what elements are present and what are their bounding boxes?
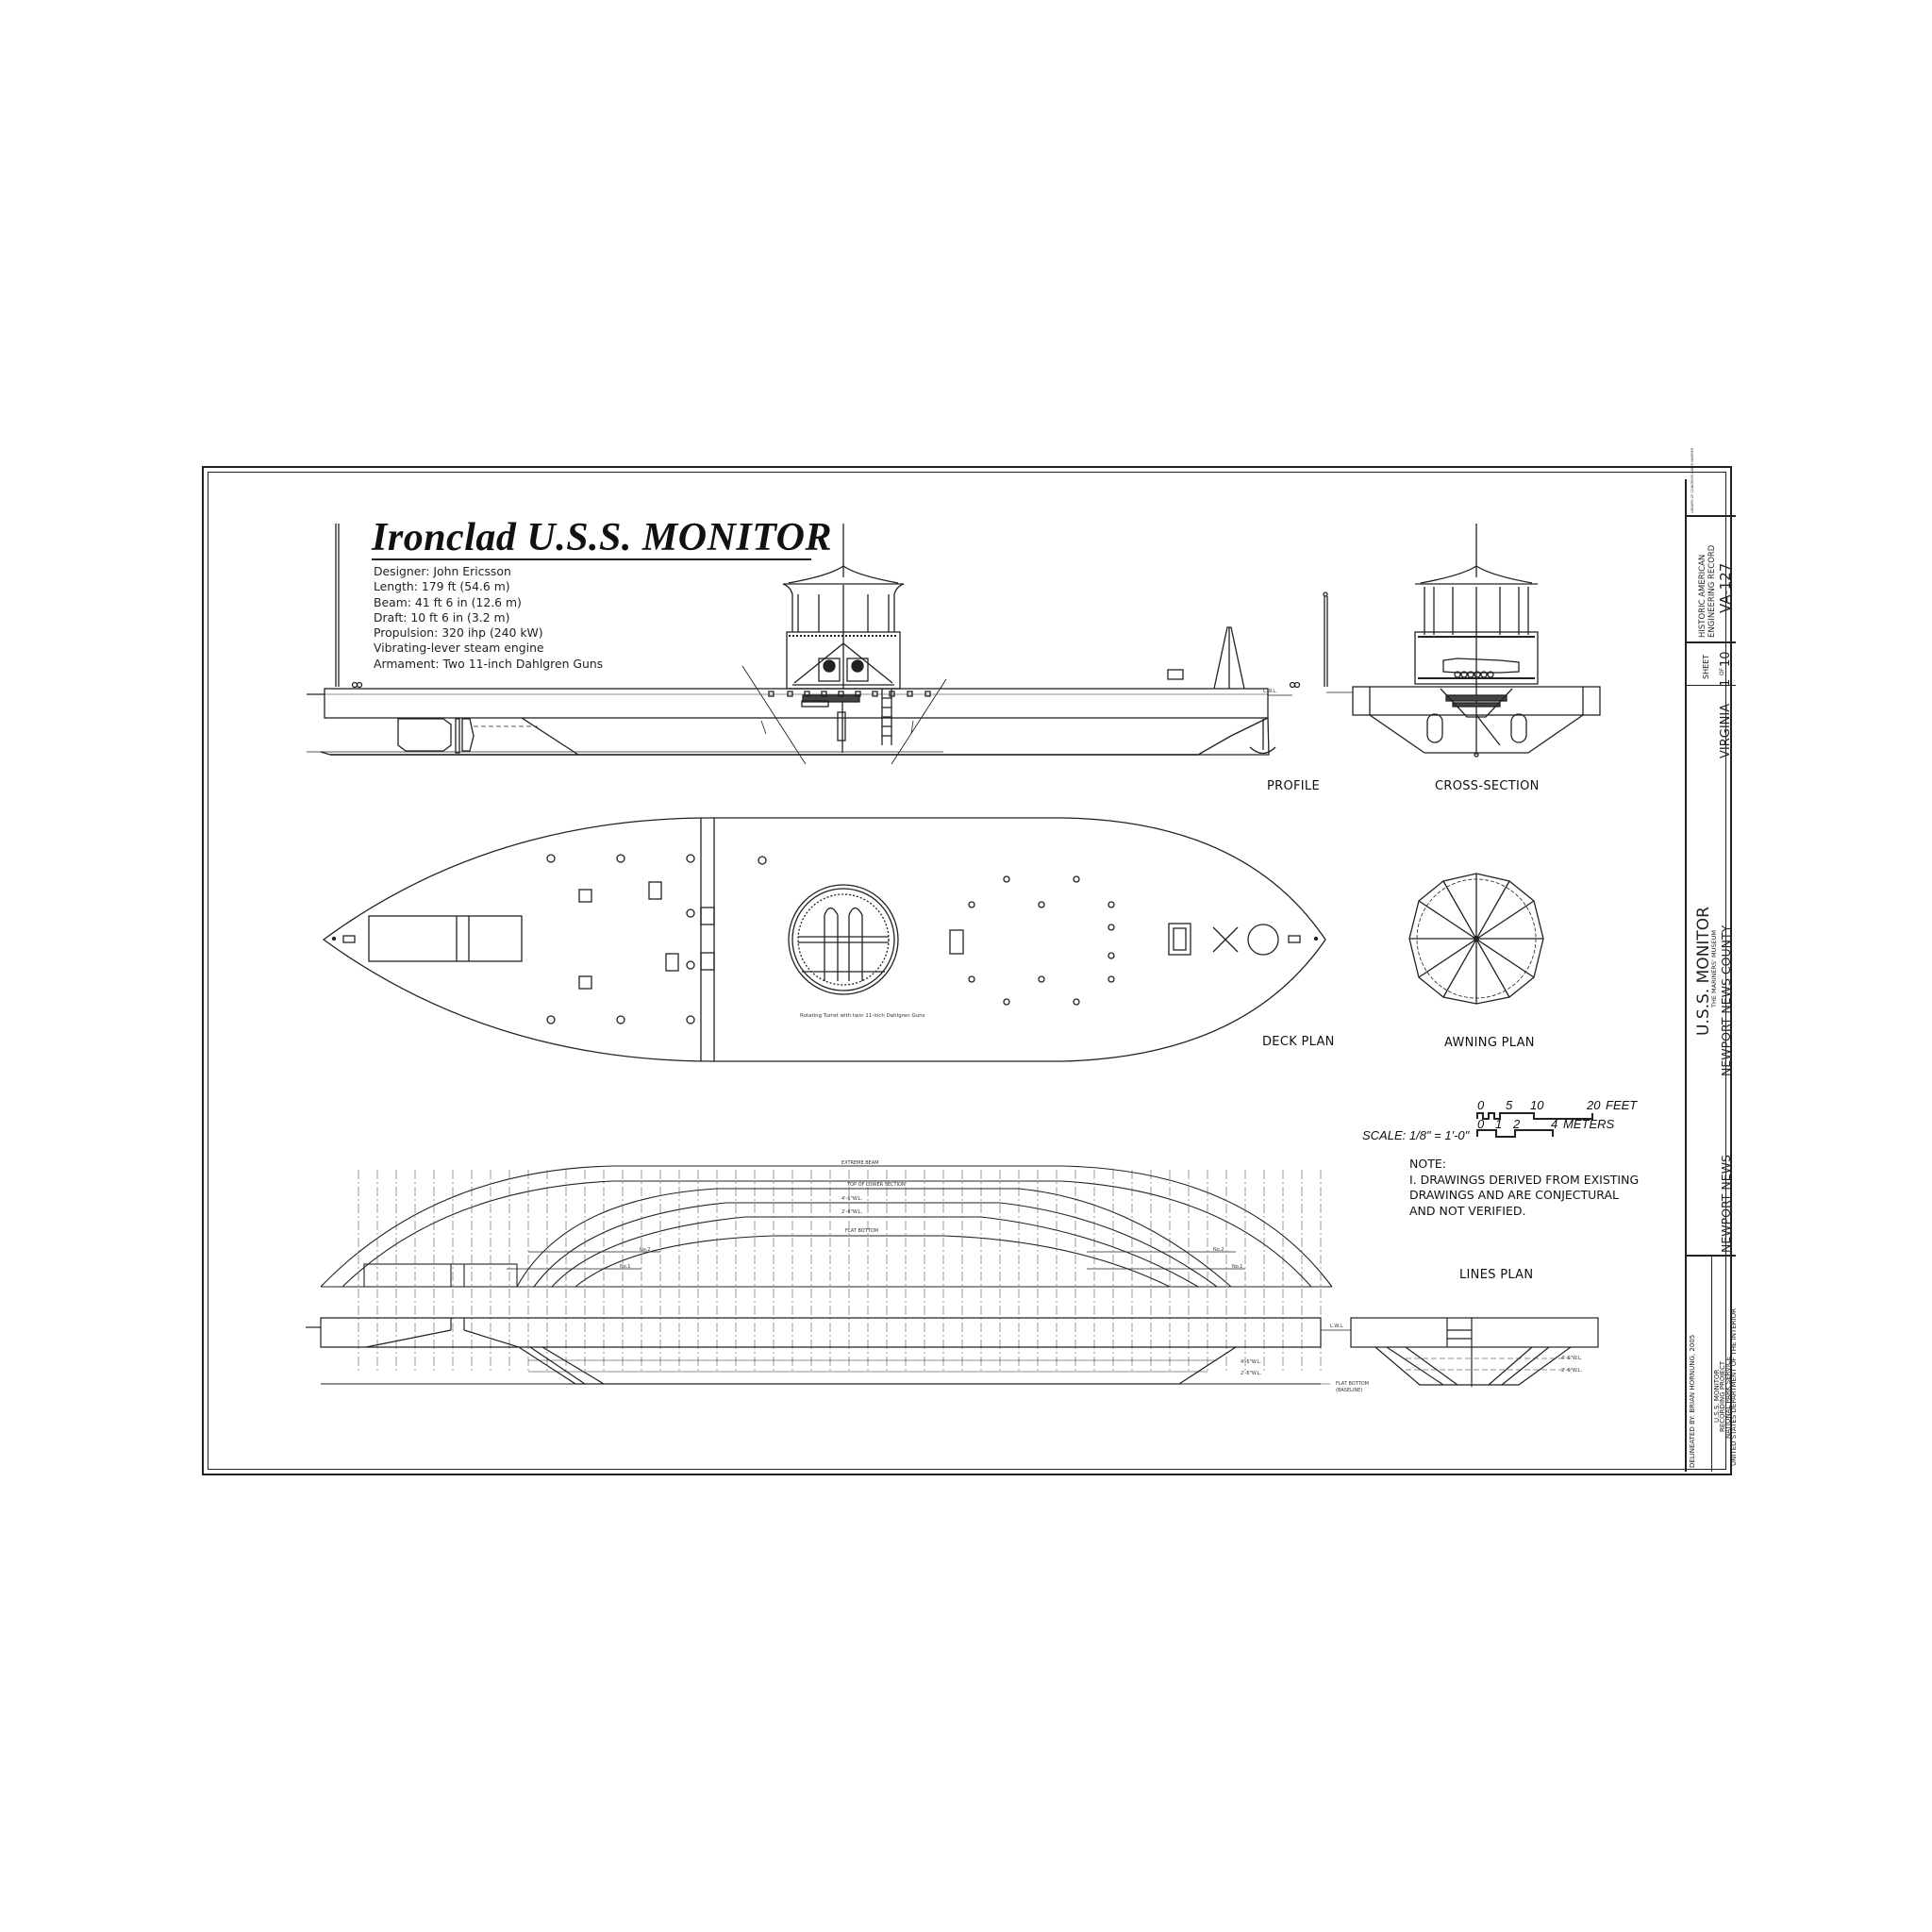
- label-deck-plan: DECK PLAN: [1262, 1035, 1335, 1049]
- tb-record-line1: HISTORIC AMERICAN: [1698, 554, 1707, 638]
- scale-meter-unit: METERS: [1563, 1117, 1615, 1131]
- note-wl-2-6: 2'-6"W.L.: [841, 1209, 863, 1215]
- ship-specifications: Designer: John Ericsson Length: 179 ft (…: [374, 564, 603, 672]
- scale-bar: [1476, 1112, 1593, 1138]
- label-awning-plan: AWNING PLAN: [1444, 1036, 1535, 1050]
- note-flat-bottom-baseline-2: (BASELINE): [1336, 1388, 1363, 1393]
- spec-beam: Beam: 41 ft 6 in (12.6 m): [374, 594, 522, 609]
- tb-sheet-total: 10: [1719, 651, 1733, 667]
- note-flat-bottom-baseline-1: FLAT BOTTOM: [1336, 1381, 1369, 1387]
- spec-propulsion: Propulsion: 320 ihp (240 kW): [374, 625, 543, 641]
- label-cross-section: CROSS-SECTION: [1435, 779, 1540, 793]
- tb-museum: THE MARINERS' MUSEUM: [1710, 930, 1718, 1008]
- cross-section-view: [1326, 524, 1601, 758]
- note-no1-right: No.1: [1232, 1264, 1243, 1270]
- spec-engine: Vibrating-lever steam engine: [374, 641, 544, 656]
- lines-plan-sheer: [306, 1317, 1599, 1387]
- tb-divider-1: [1687, 515, 1736, 517]
- tb-county: NEWPORT NEWS COUNTY: [1719, 924, 1733, 1076]
- scale-feet-10: 10: [1530, 1098, 1544, 1112]
- note-wl-2-6-sheer: 2'-6"W.L.: [1241, 1371, 1262, 1376]
- note-no1-left: No.1: [620, 1264, 631, 1270]
- scale-meter-4: 4: [1551, 1117, 1558, 1131]
- scale-meter-2: 2: [1513, 1117, 1521, 1131]
- spec-length: Length: 179 ft (54.6 m): [374, 579, 510, 594]
- note-line-1: I. DRAWINGS DERIVED FROM EXISTING: [1409, 1172, 1640, 1187]
- note-heading: NOTE:: [1409, 1157, 1446, 1171]
- note-lwl-profile: L.W.L.: [1263, 689, 1277, 694]
- awning-plan-view: [1408, 873, 1544, 1005]
- spec-designer: Designer: John Ericsson: [374, 564, 511, 578]
- drawing-note: NOTE: I. DRAWINGS DERIVED FROM EXISTING …: [1409, 1157, 1639, 1219]
- title-block: LIBRARY OF CONGRESS INDEX NUMBER HISTORI…: [1685, 447, 1738, 1472]
- note-wl-2-6-body: 2'-6"W.L.: [1561, 1368, 1583, 1374]
- scale-meter-1: 1: [1495, 1117, 1503, 1131]
- scale-meter-0: 0: [1477, 1117, 1485, 1131]
- tb-state: VIRGINIA: [1719, 703, 1733, 758]
- tb-city: NEWPORT NEWS: [1719, 1155, 1733, 1253]
- drawing-title: Ironclad U.S.S. MONITOR: [372, 516, 832, 559]
- drawing-sheet-border: [202, 466, 1732, 1475]
- deck-plan-view: [322, 817, 1326, 1062]
- note-extreme-beam: EXTREME BEAM: [841, 1160, 879, 1166]
- label-profile: PROFILE: [1267, 779, 1320, 793]
- note-line-3: AND NOT VERIFIED.: [1409, 1203, 1526, 1218]
- spec-draft: Draft: 10 ft 6 in (3.2 m): [374, 609, 510, 625]
- scale-feet-20: 20: [1587, 1098, 1601, 1112]
- label-lines-plan: LINES PLAN: [1459, 1268, 1534, 1282]
- drawing-sheet-inner-border: [208, 472, 1726, 1470]
- note-wl-4-6-body: 4'-6"W.L.: [1561, 1356, 1583, 1361]
- note-line-2: DRAWINGS AND ARE CONJECTURAL: [1409, 1188, 1619, 1202]
- tb-delineated-by: DELINEATED BY: BRIAN HORNUNG, 2005: [1689, 1334, 1696, 1468]
- note-no2-left: No.2: [640, 1247, 651, 1253]
- note-wl-4-6: 4'-6"W.L.: [841, 1196, 863, 1202]
- note-wl-4-6-sheer: 4'-6"W.L.: [1241, 1359, 1262, 1365]
- scale-feet-unit: FEET: [1606, 1098, 1638, 1112]
- tb-sheet-label: SHEET: [1702, 654, 1710, 679]
- tb-divider-3: [1687, 685, 1736, 686]
- tb-record-number: VA-127: [1717, 562, 1734, 613]
- scale-label: SCALE: 1/8" = 1'-0": [1362, 1128, 1470, 1142]
- tb-agency-4: UNITED STATES DEPARTMENT OF THE INTERIOR: [1730, 1308, 1738, 1466]
- tb-sheet-number: 1: [1719, 678, 1733, 687]
- tb-divider-2: [1687, 641, 1736, 643]
- note-lwl-lines: L.W.L.: [1330, 1324, 1344, 1329]
- note-no2-right: No.2: [1213, 1247, 1224, 1253]
- profile-view: [307, 524, 1328, 765]
- note-top-lower-section: TOP OF LOWER SECTION: [847, 1182, 906, 1188]
- note-flat-bottom: FLAT BOTTOM: [845, 1228, 878, 1234]
- tb-library-index: LIBRARY OF CONGRESS INDEX NUMBER: [1690, 447, 1694, 513]
- tb-record-line2: ENGINEERING RECORD: [1707, 544, 1717, 638]
- turret-caption: Rotating Turret with twin 11-inch Dahlgr…: [800, 1013, 925, 1019]
- tb-divider-5: [1711, 1255, 1712, 1472]
- scale-feet-0: 0: [1477, 1098, 1485, 1112]
- spec-armament: Armament: Two 11-inch Dahlgren Guns: [374, 656, 604, 671]
- scale-feet-5: 5: [1506, 1098, 1513, 1112]
- tb-sheet-of: OF: [1719, 667, 1725, 675]
- lines-plan-half-breadth: [320, 1165, 1333, 1372]
- title-underline: [372, 558, 811, 560]
